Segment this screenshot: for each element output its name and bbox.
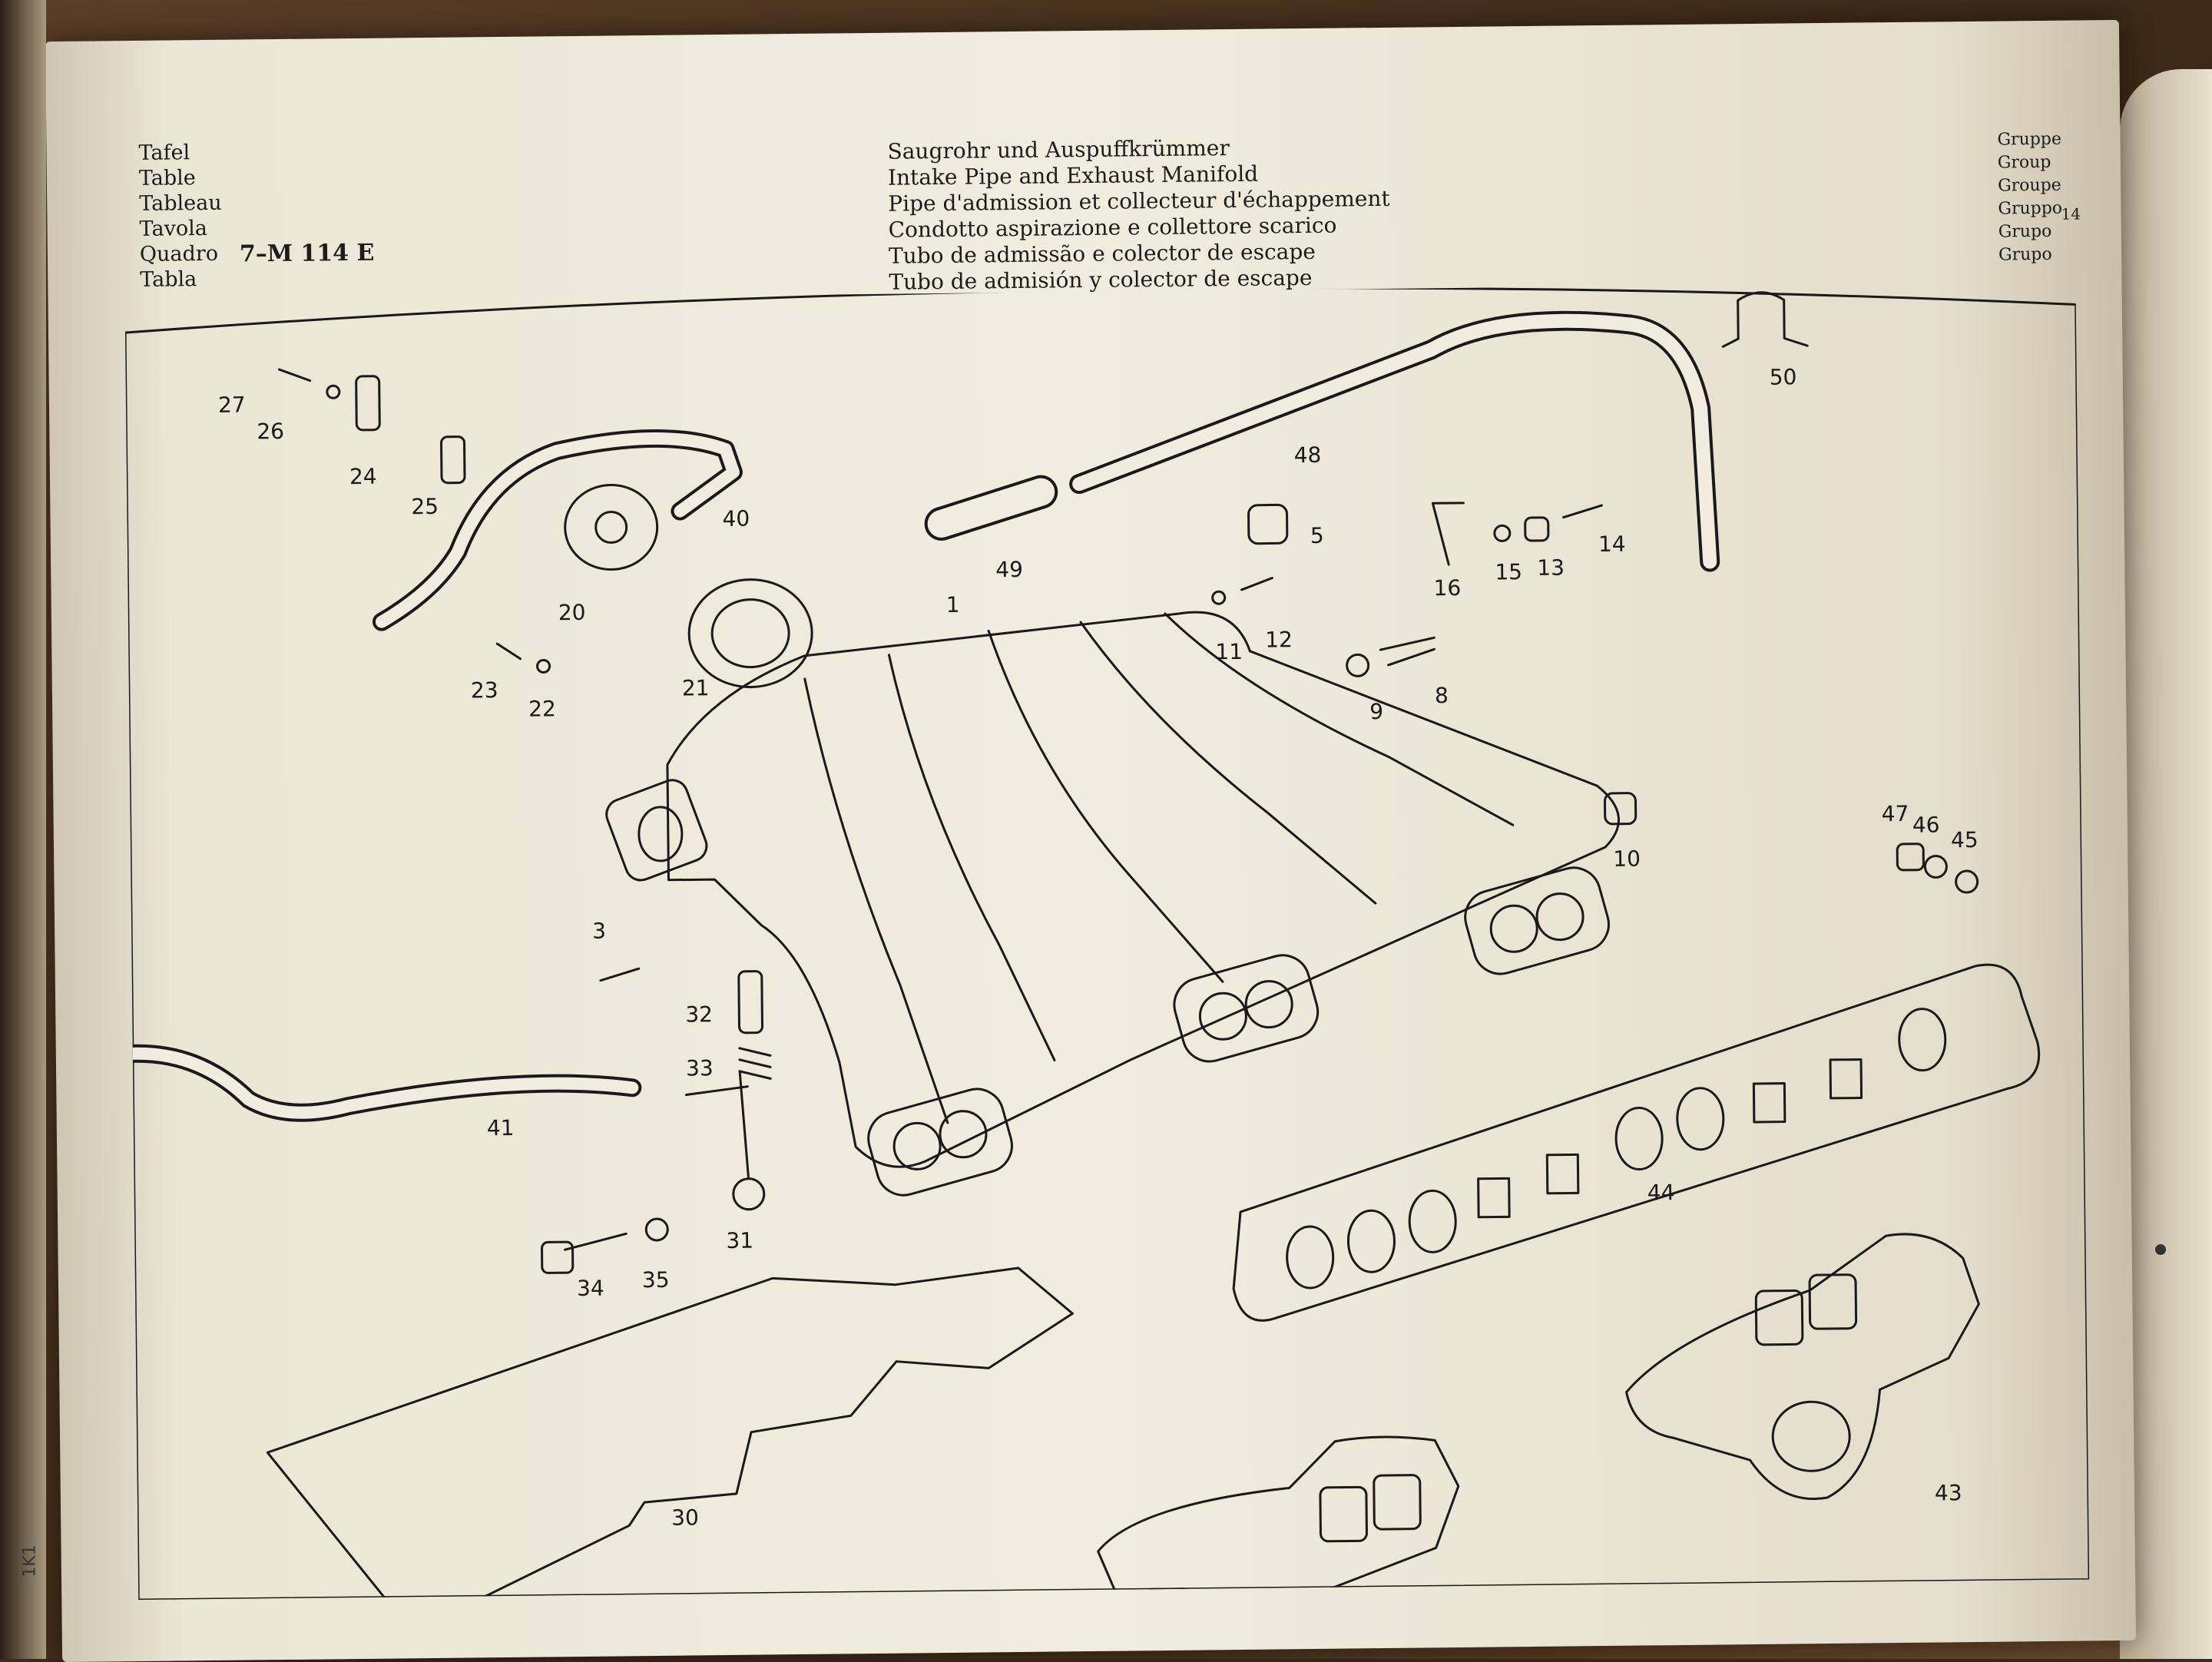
table-label: Tafel — [138, 141, 190, 165]
part-35-washer — [644, 1217, 669, 1242]
callout-44: 44 — [1647, 1180, 1675, 1205]
part-15-washer — [1493, 524, 1512, 542]
callout-15: 15 — [1495, 559, 1522, 584]
binding-hole — [2155, 1244, 2166, 1255]
callout-1: 1 — [946, 592, 960, 617]
part-3-stud — [599, 967, 641, 982]
part-40-hose — [372, 429, 743, 631]
part-1-intake-manifold — [666, 611, 1621, 1168]
part-23-bolt — [495, 642, 522, 660]
group-label: Gruppo — [1998, 198, 2063, 219]
group-label: Grupo — [1998, 221, 2052, 242]
runner-outlet — [867, 1088, 1013, 1197]
table-code: 7–M 114 E — [239, 239, 375, 268]
part-42-exhaust-manifold — [1097, 1435, 1460, 1601]
callout-16: 16 — [1433, 575, 1461, 601]
group-label: Gruppe — [1997, 129, 2062, 150]
part-34-bolt — [564, 1232, 628, 1251]
callout-11: 11 — [1215, 639, 1243, 664]
callout-25: 25 — [411, 494, 439, 519]
part-8-fitting — [1379, 636, 1435, 667]
group-label: Group — [1997, 152, 2051, 173]
group-label-block: Gruppe Group Groupe Gruppo Grupo Grupo — [1997, 128, 2063, 267]
part-44-gasket — [1232, 963, 2041, 1322]
callout-13: 13 — [1537, 555, 1565, 581]
part-46-washer — [1923, 854, 1948, 879]
part-10-plug — [1603, 792, 1637, 826]
callout-22: 22 — [528, 696, 556, 721]
margin-mark: 1K1 — [20, 1544, 40, 1578]
table-label: Tavola — [139, 217, 208, 241]
part-45-washer — [1955, 869, 1979, 894]
callout-43: 43 — [1935, 1480, 1962, 1505]
callout-32: 32 — [685, 1002, 713, 1027]
callout-34: 34 — [577, 1276, 604, 1301]
callout-49: 49 — [995, 557, 1023, 582]
title-block: Saugrohr und Auspuffkrümmer Intake Pipe … — [887, 134, 1391, 296]
callout-41: 41 — [487, 1115, 515, 1141]
callout-35: 35 — [642, 1267, 670, 1293]
callout-9: 9 — [1369, 699, 1383, 724]
part-13-nut — [1524, 516, 1550, 542]
callout-45: 45 — [1951, 827, 1979, 853]
callout-27: 27 — [218, 392, 246, 417]
part-16-bracket — [1431, 502, 1465, 566]
part-22-washer — [536, 658, 551, 674]
part-24-bracket — [355, 375, 381, 432]
callout-26: 26 — [257, 419, 284, 444]
table-label: Tabla — [140, 267, 197, 292]
table-label: Tableau — [139, 190, 222, 216]
part-50-clip — [1721, 291, 1809, 348]
group-label: Grupo — [1998, 244, 2052, 265]
callout-33: 33 — [686, 1055, 714, 1081]
callout-48: 48 — [1294, 442, 1322, 468]
callout-5: 5 — [1310, 523, 1324, 548]
book-spine-shadow — [0, 0, 46, 1659]
callout-21: 21 — [682, 675, 710, 700]
part-9-washer — [1346, 653, 1370, 677]
part-33-spring — [738, 1047, 772, 1080]
part-20-flange — [564, 484, 659, 571]
callout-23: 23 — [471, 677, 498, 703]
catalog-page: Tafel Table Tableau Tavola Quadro Tabla … — [45, 19, 2136, 1662]
callout-3: 3 — [592, 919, 606, 944]
callout-30: 30 — [671, 1505, 699, 1530]
next-page-edge — [2120, 69, 2212, 1659]
table-label: Quadro — [139, 241, 219, 267]
part-30-heat-shield — [266, 1266, 1074, 1601]
part-5-plug — [1247, 503, 1289, 545]
callout-50: 50 — [1770, 364, 1797, 389]
part-27-bolt — [278, 368, 312, 382]
part-25-plate — [440, 435, 466, 485]
part-21-gasket — [687, 578, 813, 689]
part-31-banjo — [684, 1070, 750, 1180]
callout-24: 24 — [349, 464, 377, 489]
callout-20: 20 — [558, 600, 586, 625]
callout-8: 8 — [1435, 683, 1449, 708]
group-label: Groupe — [1998, 175, 2061, 196]
callout-46: 46 — [1912, 812, 1940, 837]
part-11-washer — [1211, 590, 1227, 605]
part-26-washer — [326, 384, 341, 399]
callout-47: 47 — [1882, 801, 1909, 826]
table-label: Table — [138, 166, 196, 190]
part-12-screw — [1240, 577, 1273, 591]
callout-10: 10 — [1613, 846, 1641, 872]
runner-outlet — [1464, 866, 1610, 975]
table-label-block: Tafel Table Tableau Tavola Quadro Tabla — [138, 140, 222, 293]
callout-12: 12 — [1265, 627, 1293, 652]
callout-31: 31 — [726, 1228, 753, 1253]
callout-40: 40 — [722, 506, 750, 531]
title-pt: Tubo de admissão e colector de escape — [888, 238, 1316, 269]
part-32-valve — [737, 970, 764, 1035]
runner-outlet — [1173, 954, 1320, 1063]
part-43-exhaust-manifold — [1625, 1233, 1980, 1501]
callout-14: 14 — [1598, 531, 1626, 557]
part-47-nut — [1896, 843, 1925, 872]
part-14-bolt — [1562, 504, 1603, 519]
group-number: 14 — [2061, 204, 2081, 223]
exploded-parts-diagram: 27 26 24 25 40 20 21 23 22 1 49 48 50 5 … — [124, 286, 2090, 1601]
